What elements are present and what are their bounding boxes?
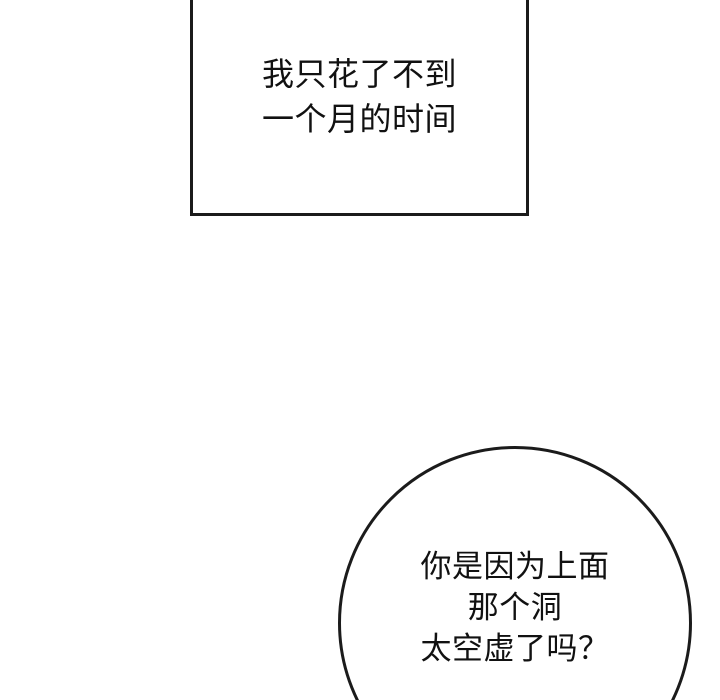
rectangular-speech-bubble: 我只花了不到 一个月的时间	[190, 0, 529, 216]
round-bubble-text: 你是因为上面 那个洞 太空虚了吗？	[420, 549, 610, 667]
round-speech-bubble: 你是因为上面 那个洞 太空虚了吗？	[338, 446, 692, 700]
rectangular-bubble-text: 我只花了不到 一个月的时间	[261, 55, 457, 138]
